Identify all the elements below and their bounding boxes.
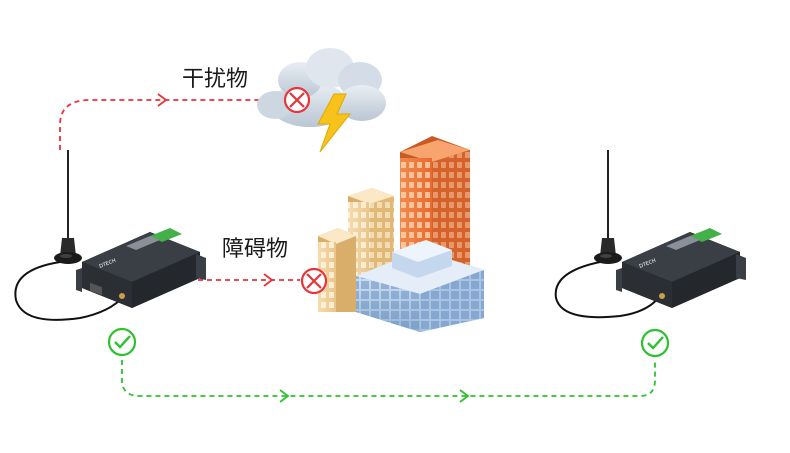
obstacle-path xyxy=(198,273,300,287)
left-ok-icon xyxy=(107,327,137,357)
obstacle-label: 障碍物 xyxy=(222,237,288,262)
right-ok-icon xyxy=(640,328,670,358)
clear-path-arrow-2 xyxy=(459,389,470,403)
left-antenna-icon xyxy=(54,150,82,264)
interference-path-arrow xyxy=(157,93,168,107)
clear-path-arrow-1 xyxy=(279,389,290,403)
left-antenna-cable xyxy=(14,261,125,321)
storm-cloud-icon xyxy=(257,48,386,153)
obstacle-blocked-icon xyxy=(300,267,328,295)
interference-blocked-icon xyxy=(283,86,311,114)
interference-label: 干扰物 xyxy=(182,67,248,92)
right-antenna-icon xyxy=(594,150,622,264)
left-radio-device: DTECH xyxy=(14,150,206,321)
lightning-bolt-icon xyxy=(317,93,352,153)
building-cluster-icon xyxy=(318,136,484,332)
obstacle-path-arrow xyxy=(263,273,274,287)
right-radio-device: DTECH xyxy=(554,150,746,319)
interference-path xyxy=(59,93,295,150)
right-antenna-cable xyxy=(554,261,661,319)
clear-path xyxy=(121,360,656,403)
